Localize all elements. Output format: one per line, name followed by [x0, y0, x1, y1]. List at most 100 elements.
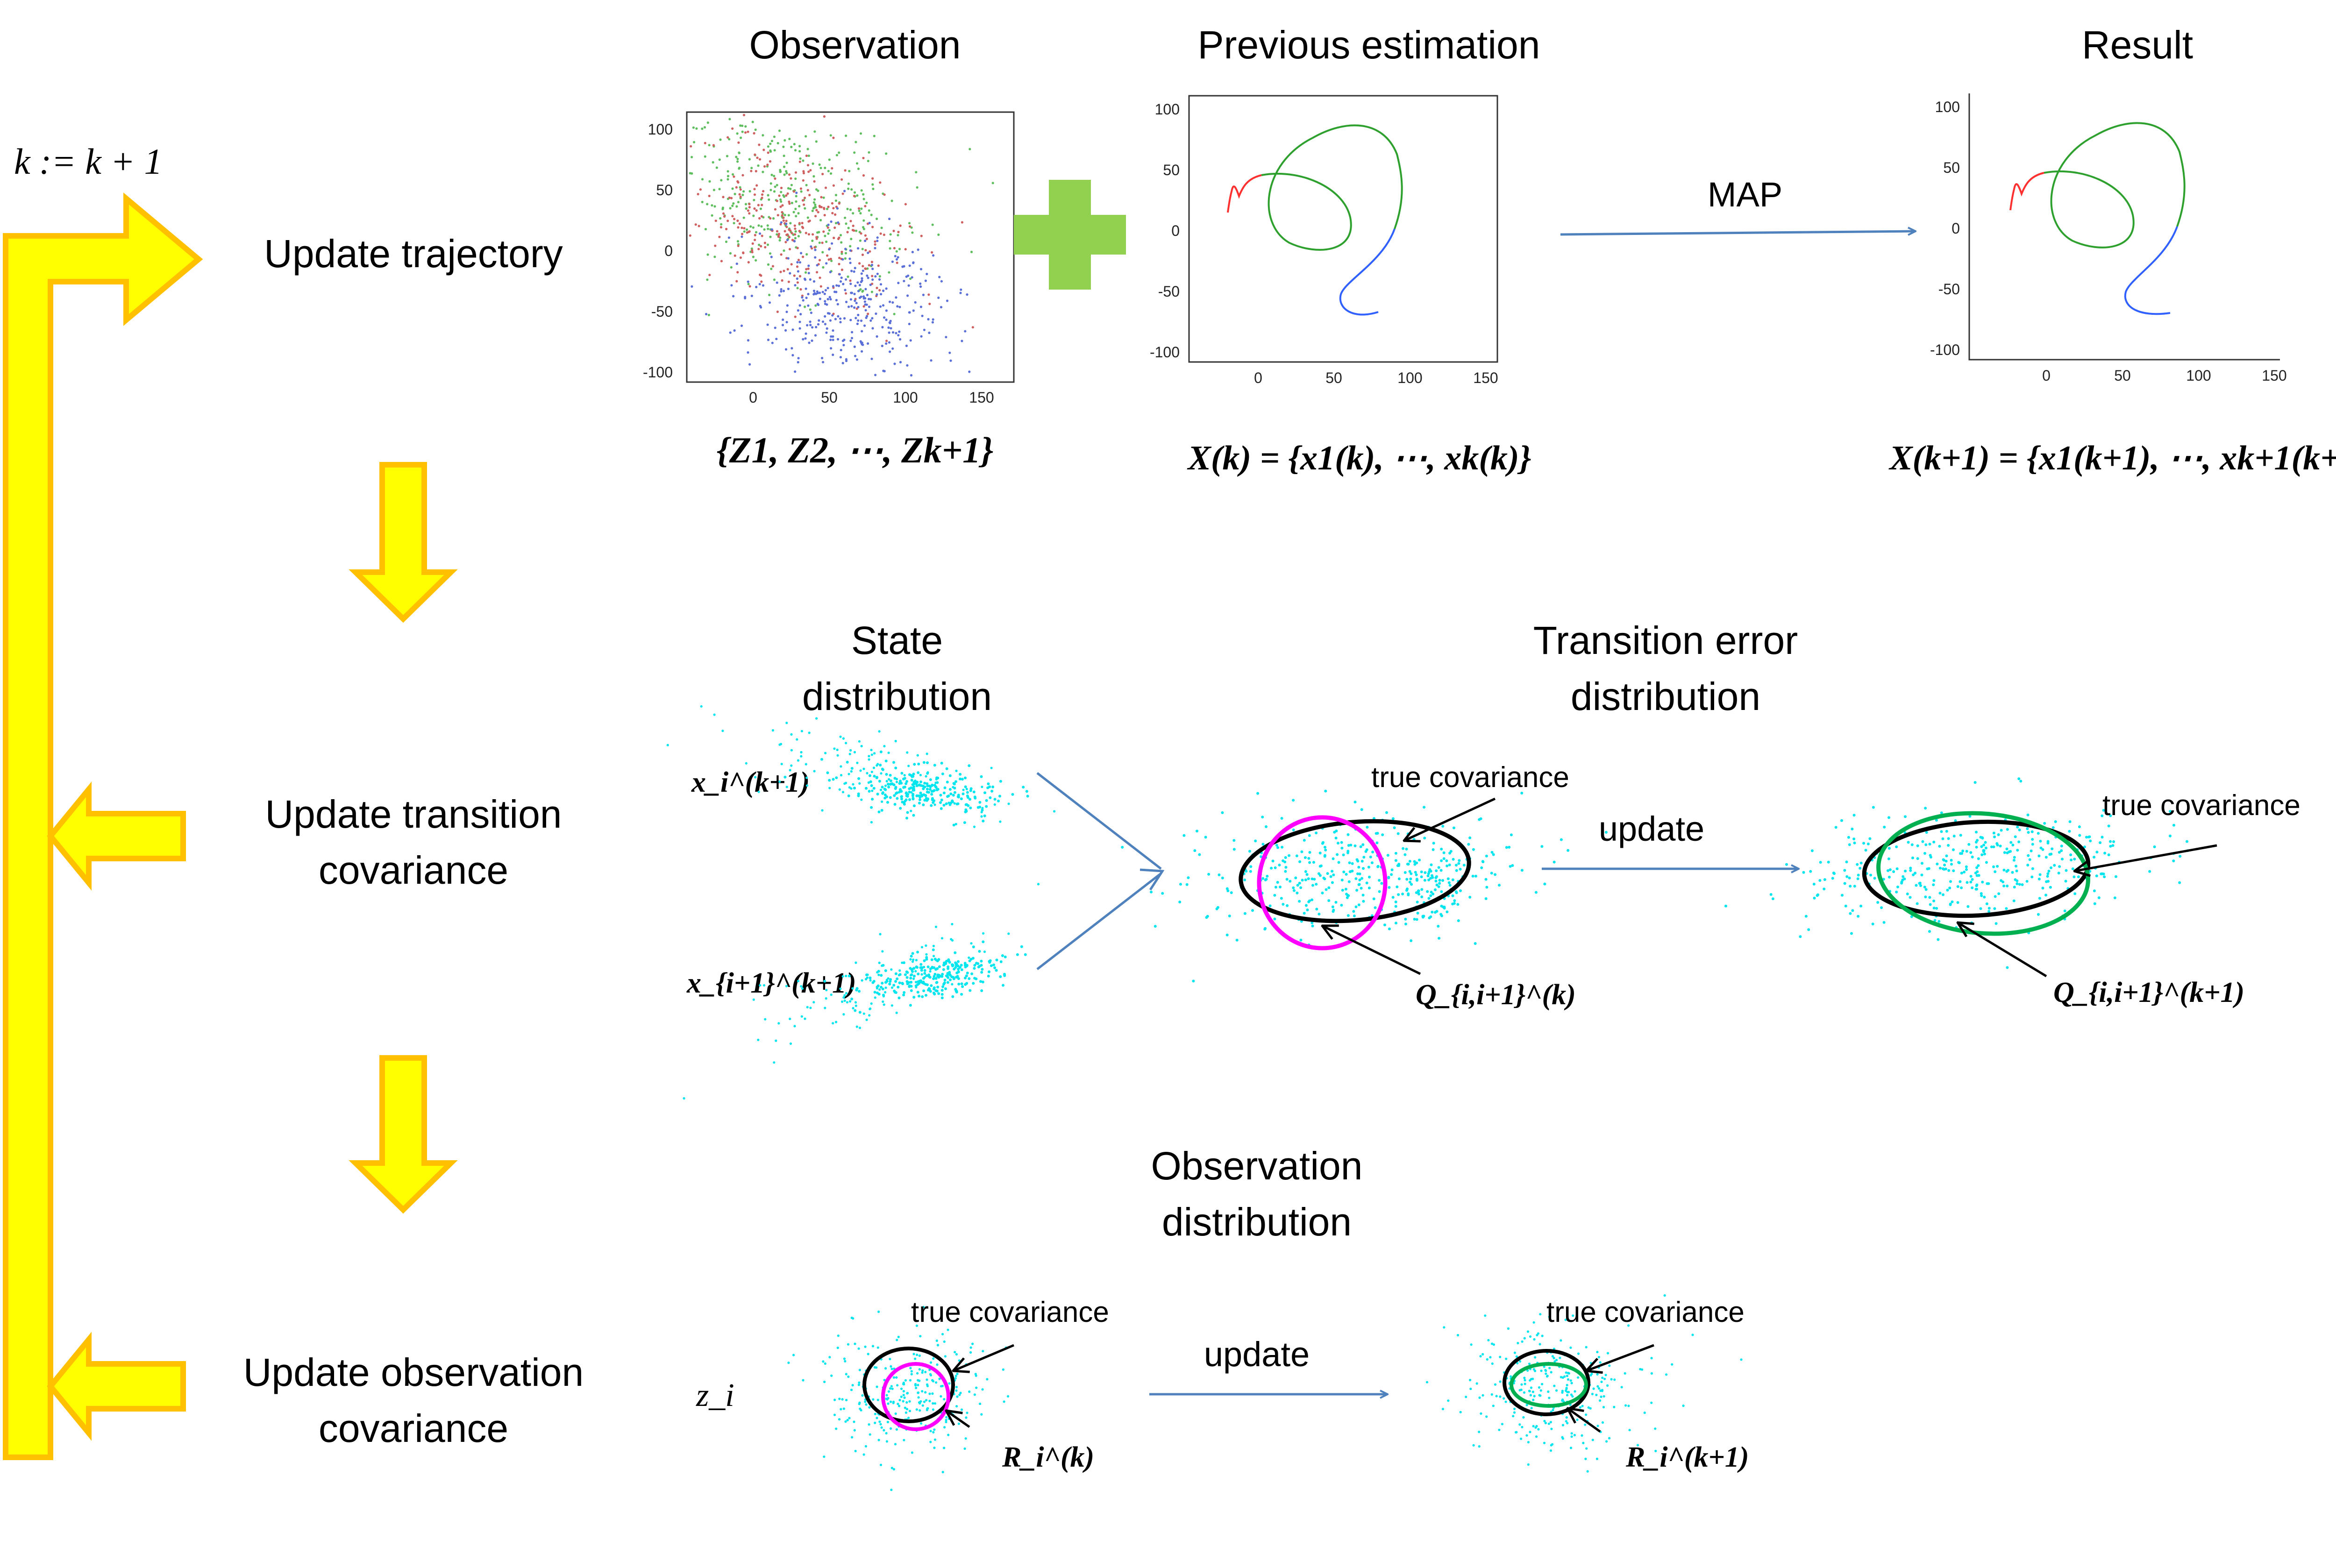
scatter-point [708, 274, 711, 277]
scatter-point [887, 1390, 890, 1393]
scatter-point [752, 214, 755, 217]
scatter-point [818, 163, 821, 166]
trajectory-green-segment [2044, 122, 2186, 248]
scatter-point [861, 277, 863, 280]
scatter-point [815, 326, 818, 328]
scatter-point [917, 771, 920, 774]
scatter-point [960, 968, 963, 972]
scatter-point [1553, 1360, 1556, 1363]
scatter-point [805, 763, 807, 766]
scatter-point [818, 259, 821, 262]
scatter-point [1401, 893, 1404, 895]
scatter-point [1405, 878, 1409, 881]
scatter-point [869, 298, 872, 301]
scatter-point [1397, 864, 1400, 867]
scatter-point [762, 170, 764, 173]
scatter-point [916, 780, 919, 784]
scatter-point [900, 1395, 903, 1398]
scatter-point [872, 787, 876, 790]
scatter-point [794, 171, 798, 174]
scatter-point [891, 347, 894, 350]
scatter-point [861, 350, 863, 353]
scatter-point [840, 1408, 842, 1411]
scatter-point [932, 789, 935, 793]
scatter-point [1573, 1433, 1576, 1437]
scatter-point [769, 235, 772, 238]
scatter-point [862, 295, 865, 298]
scatter-point [1491, 1342, 1494, 1345]
scatter-point [949, 359, 952, 362]
scatter-point [881, 786, 884, 789]
scatter-point [1391, 817, 1395, 820]
scatter-point [916, 951, 919, 954]
scatter-point [2178, 881, 2181, 884]
scatter-point [883, 745, 886, 748]
scatter-point [1425, 1381, 1429, 1384]
true-covariance-label: true covariance [911, 1296, 1109, 1328]
scatter-point [899, 780, 902, 783]
scatter-point [801, 199, 805, 202]
observation-set-formula: {Z1, Z2, ⋯, Zk+1} [717, 430, 994, 470]
scatter-point [747, 351, 749, 354]
scatter-point [1959, 834, 1962, 837]
scatter-point [876, 764, 878, 767]
scatter-point [788, 173, 791, 176]
scatter-point [841, 362, 844, 365]
scatter-point [1346, 833, 1350, 836]
scatter-point [1394, 851, 1397, 855]
scatter-point [830, 220, 833, 223]
scatter-point [857, 167, 860, 170]
scatter-point [1329, 875, 1332, 878]
scatter-point [2037, 913, 2040, 916]
scatter-point [791, 239, 794, 241]
scatter-point [981, 807, 984, 809]
scatter-point [1992, 845, 1995, 849]
scatter-point [838, 273, 841, 276]
scatter-point [1538, 1343, 1541, 1346]
scatter-point [1963, 871, 1966, 873]
scatter-point [2009, 841, 2013, 844]
scatter-point [986, 1378, 989, 1381]
scatter-point [849, 279, 852, 282]
scatter-point [878, 780, 881, 783]
scatter-point [1415, 873, 1418, 876]
scatter-point [869, 1433, 871, 1436]
scatter-point [766, 224, 769, 227]
scatter-point [906, 751, 909, 754]
scatter-point [882, 289, 885, 292]
scatter-point [1943, 863, 1946, 866]
scatter-point [821, 320, 825, 323]
scatter-point [1949, 903, 1952, 906]
scatter-point [845, 974, 848, 978]
scatter-point [1437, 925, 1440, 928]
scatter-point [1802, 871, 1805, 874]
scatter-point [792, 190, 795, 193]
scatter-point [892, 783, 896, 787]
scatter-point [1532, 1398, 1535, 1401]
scatter-point [1959, 880, 1962, 883]
scatter-point [1292, 828, 1295, 831]
scatter-point [912, 804, 916, 808]
scatter-point [858, 1369, 861, 1371]
scatter-point [919, 798, 921, 802]
scatter-point [2011, 844, 2015, 847]
x-tick: 0 [2042, 367, 2051, 384]
scatter-point [883, 1429, 885, 1432]
scatter-point [1409, 877, 1412, 880]
scatter-point [1850, 932, 1853, 935]
scatter-point [778, 294, 781, 297]
scatter-point [910, 1370, 913, 1373]
scatter-point [1564, 1319, 1567, 1321]
trajectory-red-segment [2009, 172, 2044, 211]
scatter-point [1965, 865, 1968, 868]
scatter-point [1498, 1428, 1501, 1431]
scatter-point [761, 193, 764, 196]
scatter-point [1799, 935, 1802, 938]
scatter-point [955, 769, 958, 772]
scatter-point [834, 318, 837, 320]
scatter-point [1429, 894, 1432, 897]
scatter-point [945, 1416, 948, 1419]
scatter-point [747, 280, 749, 283]
scatter-point [876, 335, 878, 338]
scatter-point [902, 961, 905, 965]
